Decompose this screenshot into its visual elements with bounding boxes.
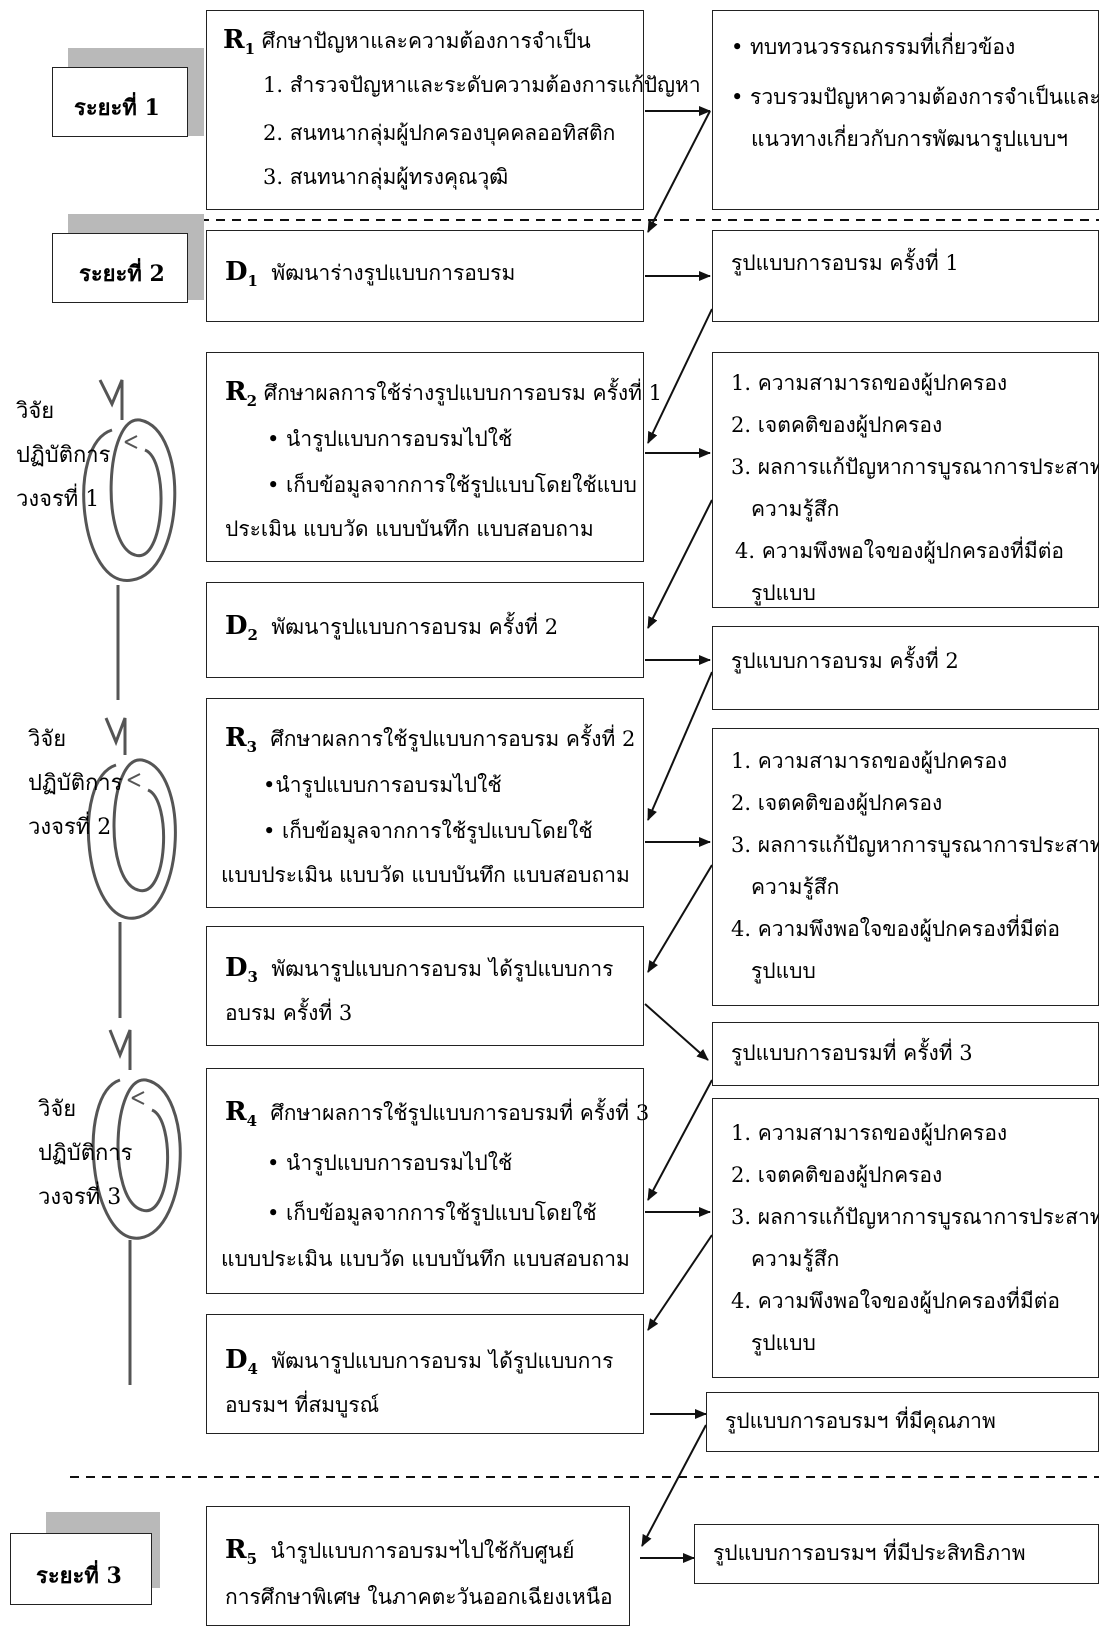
arrow: [647, 499, 713, 629]
arrow: [647, 1234, 713, 1331]
output-5-line: 2. เจตคติของผู้ปกครอง: [731, 791, 943, 815]
output-5-line: 4. ความพึงพอใจของผู้ปกครองที่มีต่อ: [731, 917, 1060, 941]
output-3-line: 3. ผลการแก้ปัญหาการบูรณาการประสาท: [731, 455, 1099, 479]
output-3-line: รูปแบบ: [751, 581, 816, 605]
step-r2-bullet: • เก็บข้อมูลจากการใช้รูปแบบโดยใช้แบบ: [267, 473, 637, 497]
cycle-2-label: วิจัย ปฏิบัติการ วงจรที่ 2: [28, 718, 122, 850]
step-r5-line2: การศึกษาพิเศษ ในภาคตะวันออกเฉียงเหนือ: [225, 1585, 613, 1609]
cycle-3-label: วิจัย ปฏิบัติการ วงจรที่ 3: [38, 1088, 132, 1220]
step-d4-line2: อบรมฯ ที่สมบูรณ์: [225, 1393, 380, 1417]
step-r1-box: R1 ศึกษาปัญหาและความต้องการจำเป็น 1. สำร…: [206, 10, 701, 210]
step-r3-bullet: • เก็บข้อมูลจากการใช้รูปแบบโดยใช้: [263, 819, 593, 843]
cycle-1-line2: ปฏิบัติการ: [16, 443, 111, 468]
output-4-text: รูปแบบการอบรม ครั้งที่ 2: [731, 649, 959, 673]
step-d1-heading: D1 พัฒนาร่างรูปแบบการอบรม: [225, 257, 516, 291]
arrow: [647, 110, 711, 233]
step-r2-heading: R2 ศึกษาผลการใช้ร่างรูปแบบการอบรม ครั้งท…: [225, 377, 662, 411]
spiral-cycle-3: [91, 1029, 182, 1385]
output-7-line: 2. เจตคติของผู้ปกครอง: [731, 1163, 943, 1187]
step-r3-bullet-cont: แบบประเมิน แบบวัด แบบบันทึก แบบสอบถาม: [221, 863, 630, 887]
step-r1-item: 3. สนทนากลุ่มผู้ทรงคุณวุฒิ: [263, 165, 509, 189]
arrow: [644, 1003, 709, 1061]
step-r3-bullet: •นำรูปแบบการอบรมไปใช้: [263, 773, 502, 797]
arrow: [647, 864, 713, 973]
step-d4-heading: D4 พัฒนารูปแบบการอบรม ได้รูปแบบการ: [225, 1345, 614, 1379]
phase-2-box: [52, 233, 188, 303]
output-9-box: รูปแบบการอบรมฯ ที่มีประสิทธิภาพ: [694, 1524, 1099, 1584]
output-1-bullet: • ทบทวนวรรณกรรมที่เกี่ยวข้อง: [731, 35, 1016, 59]
step-d2-box: D2 พัฒนารูปแบบการอบรม ครั้งที่ 2: [206, 582, 644, 678]
step-r5-box: R5 นำรูปแบบการอบรมฯไปใช้กับศูนย์ การศึกษ…: [206, 1506, 630, 1626]
output-7-line: 4. ความพึงพอใจของผู้ปกครองที่มีต่อ: [731, 1289, 1060, 1313]
output-1-bullet-cont: แนวทางเกี่ยวกับการพัฒนารูปแบบฯ: [751, 127, 1068, 151]
step-d3-heading: D3 พัฒนารูปแบบการอบรม ได้รูปแบบการ: [225, 953, 614, 987]
phase-3-label: ระยะที่ 3: [36, 1563, 122, 1589]
step-r4-bullet: • เก็บข้อมูลจากการใช้รูปแบบโดยใช้: [267, 1201, 597, 1225]
arrow: [647, 671, 713, 821]
cycle-3-line2: ปฏิบัติการ: [38, 1141, 133, 1166]
cycle-2-line1: วิจัย: [28, 727, 67, 752]
output-4-box: รูปแบบการอบรม ครั้งที่ 2: [712, 626, 1099, 710]
output-9-text: รูปแบบการอบรมฯ ที่มีประสิทธิภาพ: [713, 1541, 1026, 1565]
step-d2-heading: D2 พัฒนารูปแบบการอบรม ครั้งที่ 2: [225, 611, 559, 645]
arrow: [641, 1424, 707, 1547]
output-3-line: 2. เจตคติของผู้ปกครอง: [731, 413, 943, 437]
output-8-box: รูปแบบการอบรมฯ ที่มีคุณภาพ: [706, 1392, 1099, 1452]
step-d3-box: D3 พัฒนารูปแบบการอบรม ได้รูปแบบการ อบรม …: [206, 926, 644, 1046]
step-r4-heading: R4 ศึกษาผลการใช้รูปแบบการอบรมที่ ครั้งที…: [225, 1097, 650, 1131]
cycle-1-line1: วิจัย: [16, 399, 55, 424]
output-7-box: 1. ความสามารถของผู้ปกครอง 2. เจตคติของผู…: [712, 1098, 1099, 1378]
output-7-line: รูปแบบ: [751, 1331, 816, 1355]
output-5-box: 1. ความสามารถของผู้ปกครอง 2. เจตคติของผู…: [712, 728, 1099, 1006]
step-r1-heading: R1 ศึกษาปัญหาและความต้องการจำเป็น: [223, 25, 591, 59]
output-6-text: รูปแบบการอบรมที่ ครั้งที่ 3: [731, 1041, 973, 1065]
cycle-3-line3: วงจรที่ 3: [38, 1185, 122, 1210]
step-r1-item: 1. สำรวจปัญหาและระดับความต้องการแก้ปัญหา: [263, 73, 701, 97]
step-d3-line2: อบรม ครั้งที่ 3: [225, 1001, 353, 1025]
output-7-line: 1. ความสามารถของผู้ปกครอง: [731, 1121, 1008, 1145]
phase-3-box: [10, 1533, 152, 1605]
output-1-box: • ทบทวนวรรณกรรมที่เกี่ยวข้อง • รวบรวมปัญ…: [712, 10, 1099, 210]
output-5-line: 1. ความสามารถของผู้ปกครอง: [731, 749, 1008, 773]
cycle-2-line3: วงจรที่ 2: [28, 815, 112, 840]
output-3-line: 4. ความพึงพอใจของผู้ปกครองที่มีต่อ: [735, 539, 1064, 563]
output-6-box: รูปแบบการอบรมที่ ครั้งที่ 3: [712, 1022, 1099, 1086]
arrow: [647, 308, 713, 444]
step-r3-heading: R3 ศึกษาผลการใช้รูปแบบการอบรม ครั้งที่ 2: [225, 723, 636, 757]
output-7-line: 3. ผลการแก้ปัญหาการบูรณาการประสาท: [731, 1205, 1099, 1229]
cycle-2-line2: ปฏิบัติการ: [28, 771, 123, 796]
cycle-1-line3: วงจรที่ 1: [16, 487, 100, 512]
output-2-text: รูปแบบการอบรม ครั้งที่ 1: [731, 251, 959, 275]
output-1-bullet: • รวบรวมปัญหาความต้องการจำเป็นและ: [731, 85, 1099, 109]
step-r4-bullet: • นำรูปแบบการอบรมไปใช้: [267, 1151, 513, 1175]
step-r5-heading: R5 นำรูปแบบการอบรมฯไปใช้กับศูนย์: [225, 1535, 575, 1569]
output-5-line: ความรู้สึก: [751, 875, 840, 899]
output-5-line: 3. ผลการแก้ปัญหาการบูรณาการประสาท: [731, 833, 1099, 857]
step-r4-box: R4 ศึกษาผลการใช้รูปแบบการอบรมที่ ครั้งที…: [206, 1068, 649, 1294]
phase-2-label: ระยะที่ 2: [79, 261, 165, 287]
step-r3-box: R3 ศึกษาผลการใช้รูปแบบการอบรม ครั้งที่ 2…: [206, 698, 644, 908]
step-d1-box: D1 พัฒนาร่างรูปแบบการอบรม: [206, 230, 644, 322]
output-3-line: 1. ความสามารถของผู้ปกครอง: [731, 371, 1008, 395]
step-r1-item: 2. สนทนากลุ่มผู้ปกครองบุคคลออทิสติก: [263, 121, 616, 145]
phase-1-label: ระยะที่ 1: [74, 95, 160, 121]
output-3-box: 1. ความสามารถของผู้ปกครอง 2. เจตคติของผู…: [712, 352, 1099, 608]
step-r2-bullet-cont: ประเมิน แบบวัด แบบบันทึก แบบสอบถาม: [225, 517, 594, 541]
cycle-3-line1: วิจัย: [38, 1097, 77, 1122]
step-r4-bullet-cont: แบบประเมิน แบบวัด แบบบันทึก แบบสอบถาม: [221, 1247, 630, 1271]
output-7-line: ความรู้สึก: [751, 1247, 840, 1271]
phase-1-box: [52, 67, 188, 137]
step-r2-box: R2 ศึกษาผลการใช้ร่างรูปแบบการอบรม ครั้งท…: [206, 352, 662, 562]
output-3-line: ความรู้สึก: [751, 497, 840, 521]
step-d4-box: D4 พัฒนารูปแบบการอบรม ได้รูปแบบการ อบรมฯ…: [206, 1314, 644, 1434]
output-2-box: รูปแบบการอบรม ครั้งที่ 1: [712, 230, 1099, 322]
output-5-line: รูปแบบ: [751, 959, 816, 983]
step-r2-bullet: • นำรูปแบบการอบรมไปใช้: [267, 427, 513, 451]
spiral-cycle-2: [86, 717, 177, 1018]
arrow: [647, 1079, 713, 1201]
spiral-cycle-1: [82, 379, 177, 700]
cycle-1-label: วิจัย ปฏิบัติการ วงจรที่ 1: [16, 390, 110, 522]
output-8-text: รูปแบบการอบรมฯ ที่มีคุณภาพ: [725, 1409, 996, 1433]
